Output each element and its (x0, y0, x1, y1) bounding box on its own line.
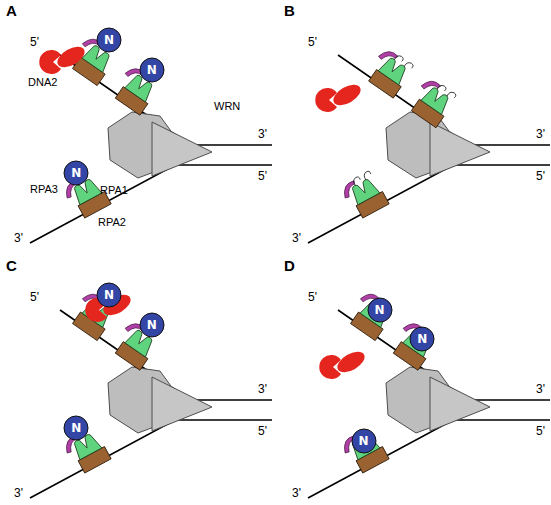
panel-letter: D (284, 258, 295, 275)
annotation-label: 5' (536, 170, 545, 183)
annotation-label: 5' (536, 425, 545, 438)
rpa-complex (339, 170, 389, 221)
annotation-label: 5' (258, 425, 267, 438)
n-domain: N (96, 282, 122, 308)
annotation-label: 3' (536, 383, 545, 396)
domain-letter: N (63, 160, 89, 186)
n-domain-circle (140, 58, 164, 82)
annotation-label: DNA2 (28, 76, 57, 88)
panel-letter: C (6, 258, 17, 275)
n-domain-circle (352, 429, 376, 453)
domain-letter: N (96, 27, 122, 53)
n-domain: N (351, 428, 377, 454)
annotation-label: 5' (308, 291, 317, 304)
panel-d (308, 289, 550, 498)
dna-fork (30, 55, 272, 243)
annotation-label: 3' (536, 128, 545, 141)
domain-letter: N (139, 57, 165, 83)
panel-b (308, 46, 550, 243)
rpa-complex (406, 75, 458, 128)
panel-a (30, 34, 272, 243)
domain-letter: N (139, 312, 165, 338)
n-domain-circle (64, 161, 88, 185)
annotation-label: 3' (292, 487, 301, 500)
annotation-label: 5' (30, 291, 39, 304)
dna2-protein (39, 43, 88, 74)
n-domain: N (139, 312, 165, 338)
rpa-complex (346, 289, 397, 340)
panel-c (30, 289, 272, 498)
rpa-complex (388, 319, 439, 370)
annotation-label: RPA1 (100, 184, 128, 196)
annotation-label: 5' (308, 36, 317, 49)
wrn-protein (108, 367, 212, 433)
n-domain-circle (97, 28, 121, 52)
annotation-label: 5' (258, 170, 267, 183)
dna-fork (308, 55, 550, 243)
domain-letter: N (63, 415, 89, 441)
annotation-label: 3' (14, 232, 23, 245)
annotation-label: RPA2 (98, 216, 126, 228)
n-domain: N (139, 57, 165, 83)
annotation-label: 3' (292, 232, 301, 245)
n-domain-circle (64, 416, 88, 440)
wrn-protein (108, 112, 212, 178)
n-domain: N (409, 326, 435, 352)
annotation-label: 3' (258, 383, 267, 396)
n-domain: N (367, 297, 393, 323)
rpa-complex (364, 46, 416, 99)
wrn-protein (386, 367, 490, 433)
annotation-label: WRN (214, 100, 240, 112)
dna2-protein (319, 348, 368, 379)
panel-letter: A (6, 3, 17, 20)
annotation-label: 3' (14, 487, 23, 500)
n-domain: N (63, 415, 89, 441)
domain-letter: N (351, 428, 377, 454)
n-domain: N (63, 160, 89, 186)
domain-letter: N (96, 282, 122, 308)
domain-letter: N (367, 297, 393, 323)
n-domain-circle (97, 283, 121, 307)
domain-letter: N (409, 326, 435, 352)
dna2-protein (315, 81, 364, 112)
n-domain-circle (140, 313, 164, 337)
n-domain: N (96, 27, 122, 53)
dna-fork (30, 310, 272, 498)
annotation-label: 3' (258, 128, 267, 141)
n-domain-circle (368, 298, 392, 322)
panel-letter: B (284, 3, 295, 20)
n-domain-circle (410, 327, 434, 351)
dna-fork (308, 310, 550, 498)
annotation-label: RPA3 (30, 183, 58, 195)
rpa-complex (340, 426, 389, 476)
annotation-label: 5' (30, 36, 39, 49)
